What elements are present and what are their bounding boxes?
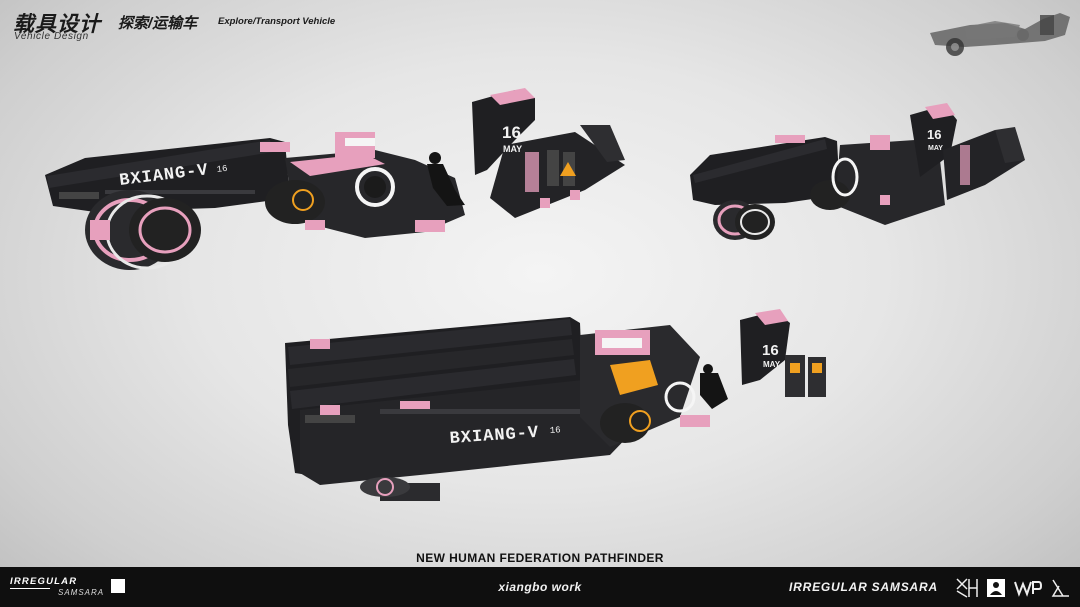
vehicle-caption: NEW HUMAN FEDERATION PATHFINDER [416, 551, 664, 565]
side-date-month: MAY [928, 145, 943, 152]
thumbnail-vehicle [930, 13, 1070, 56]
footer-bar: IRREGULAR SAMSARA xiangbo work IRREGULAR… [0, 567, 1080, 607]
page-subtitle: 探索/运输车 [118, 15, 198, 32]
brand-logo-subtext: SAMSARA [58, 588, 105, 597]
vehicle-version-label: 16 [216, 164, 228, 175]
brand-logo-divider [10, 588, 50, 589]
page-subtitle-english: Explore/Transport Vehicle [218, 16, 336, 27]
wp-logo-icon [1014, 581, 1043, 597]
vehicle-date-day: 16 [502, 123, 521, 142]
vehicle-date-month: MAY [503, 144, 522, 154]
vehicle-render-main: BXIANG-V 16 16 MAY [45, 88, 625, 270]
artstation-icon [1051, 579, 1069, 597]
xh-logo-icon [956, 578, 978, 598]
bottom-date-month: MAY [763, 360, 781, 369]
avatar-icon [987, 579, 1005, 597]
author-credit: xiangbo work [498, 580, 582, 594]
side-date-day: 16 [927, 127, 941, 142]
vehicle-render-bottom: BXIANG-V 16 16 MAY [285, 309, 826, 501]
page-title: 载具设计 [13, 13, 101, 36]
bottom-vehicle-version-label: 16 [550, 425, 561, 436]
brand-logo-square [111, 579, 125, 593]
vehicle-render-side: 16 MAY [690, 103, 1025, 240]
brand-logo: IRREGULAR SAMSARA [10, 576, 125, 600]
page-title-english: Vehicle Design [14, 31, 89, 42]
footer-icon-group [956, 578, 1069, 598]
project-name: IRREGULAR SAMSARA [789, 580, 938, 594]
brand-logo-text: IRREGULAR [10, 576, 78, 587]
bottom-date-day: 16 [762, 342, 779, 359]
